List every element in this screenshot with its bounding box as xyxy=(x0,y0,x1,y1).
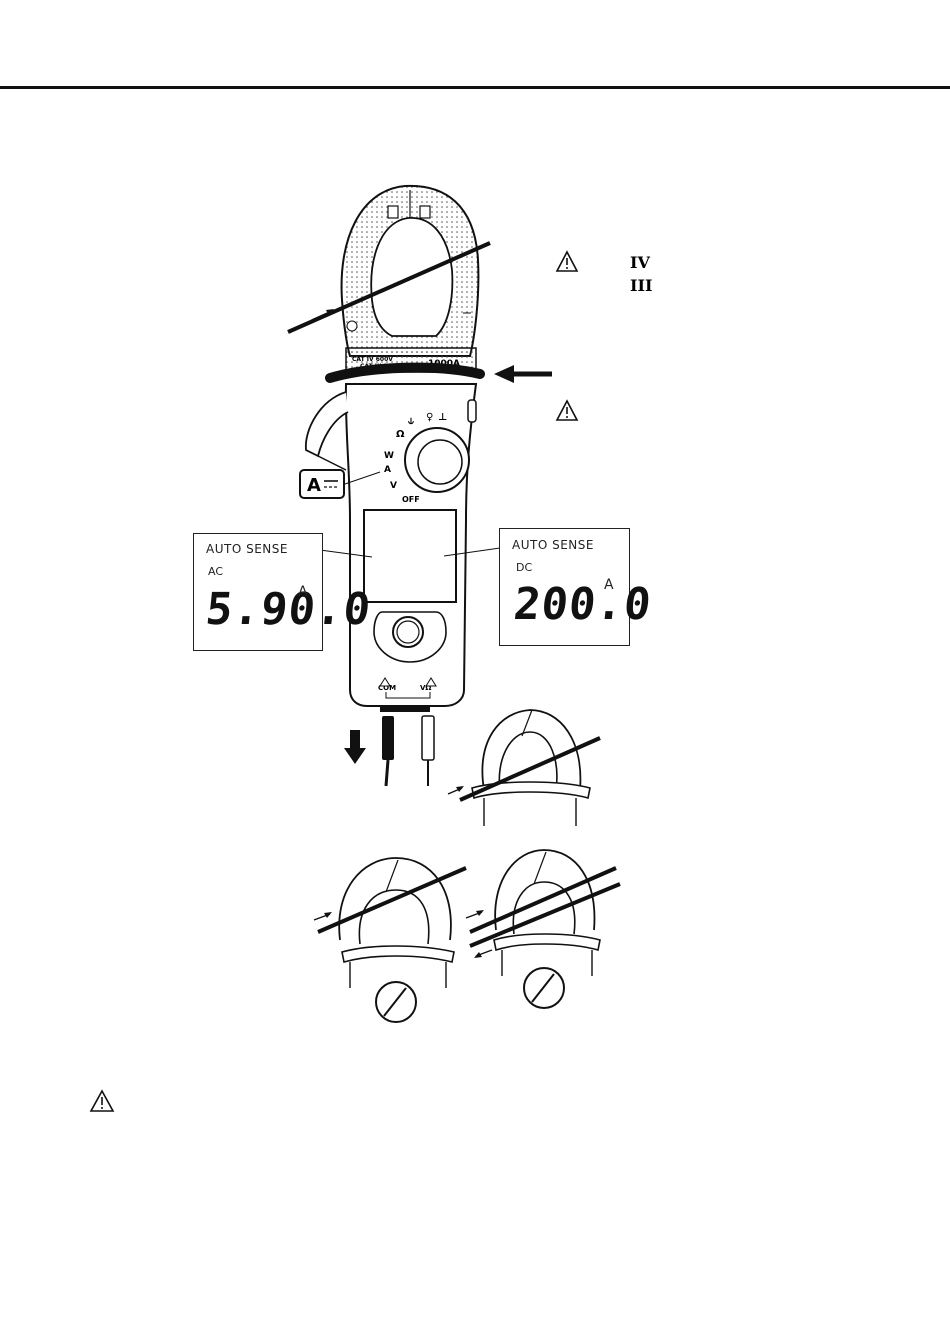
dial-label-w: W xyxy=(384,451,394,461)
cat-iv-mark: IV xyxy=(630,253,650,272)
warning-icon-cat xyxy=(557,252,577,271)
clamp-jaw xyxy=(342,186,479,356)
dial-label-off: OFF xyxy=(402,495,420,504)
barrier-arrow-icon xyxy=(494,365,552,383)
cat-iii-mark: III xyxy=(630,276,652,295)
dial-label-a: A xyxy=(384,465,391,475)
remove-leads-arrow-icon xyxy=(344,730,366,764)
svg-text:⊥: ⊥ xyxy=(438,412,447,423)
lcd-unit-dc: A xyxy=(604,577,614,593)
correct-clamp-illustration xyxy=(448,710,600,826)
function-badge: A xyxy=(307,475,321,496)
svg-text:♀: ♀ xyxy=(426,412,433,423)
lcd-mode-dc: DC xyxy=(516,561,532,574)
dial-label-ohm: Ω xyxy=(396,429,405,440)
hand-guard-barrier xyxy=(330,368,480,378)
lcd-header-dc: AUTO SENSE xyxy=(512,538,594,552)
lcd-reading-dc: 200.0 xyxy=(512,583,654,627)
lcd-panel-ac: AUTO SENSE AC 5.90.0 A xyxy=(193,533,323,651)
svg-text:⫝: ⫝ xyxy=(408,416,414,427)
jaw-small-label-1: CAT IV 600V xyxy=(352,356,393,363)
dial-label-v: V xyxy=(390,481,397,491)
warning-icon-bottom xyxy=(91,1091,113,1111)
jaw-trigger xyxy=(306,392,348,456)
test-leads xyxy=(380,706,434,786)
lcd-header-ac: AUTO SENSE xyxy=(206,542,288,556)
lcd-unit-ac: A xyxy=(298,584,308,600)
incorrect-clamp-illustration-2 xyxy=(466,850,620,1008)
lcd-mode-ac: AC xyxy=(208,565,223,578)
meter-display-window xyxy=(364,510,456,602)
incorrect-clamp-illustration-1 xyxy=(314,858,466,1022)
lcd-reading-ac: 5.90.0 xyxy=(204,588,374,632)
warning-icon-guard xyxy=(557,401,577,420)
lcd-panel-dc: AUTO SENSE DC 200.0 A xyxy=(499,528,630,646)
